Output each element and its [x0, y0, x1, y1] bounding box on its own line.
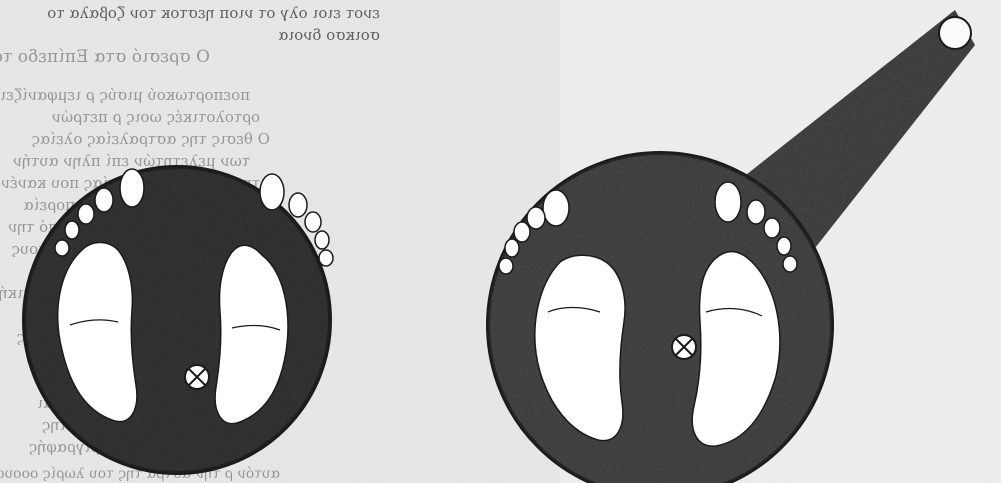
bleed-line: ενοτ ειοι ολγ οτ νιοπ ηεστοκ τον ζοβαλα … [47, 4, 380, 22]
bleed-line: Ο σρεσιό στα Επίπεδο του [0, 47, 210, 67]
bleed-line: των μελετητών επί πλην αυτήν [13, 152, 250, 170]
bleed-line: ποεπορτωκού μισύς ρ ιεμφανίζει φαινόμενο [0, 86, 250, 104]
left-diagram [24, 167, 333, 473]
right-center-marker [672, 335, 696, 359]
bleed-line: ορτολοτικές ωοις ρ πετρών [52, 108, 260, 126]
bleed-line: σοικσο δνοια [278, 26, 380, 44]
light-bulb-icon [939, 17, 971, 49]
left-center-marker [185, 365, 209, 389]
bleed-line: Ο θεσις της αστραλείας ολείας [32, 130, 270, 148]
